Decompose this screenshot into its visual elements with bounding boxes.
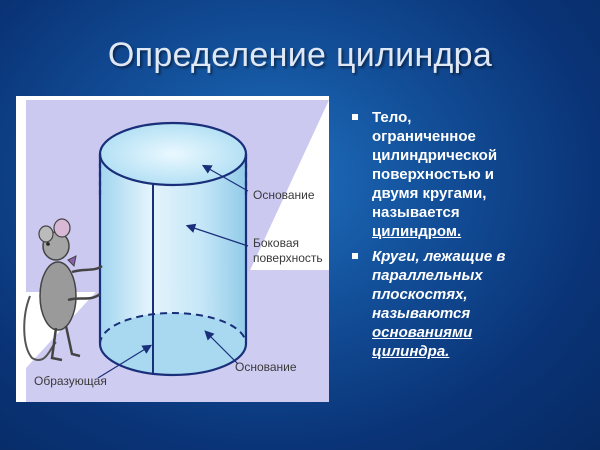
bullet-bases: Круги, лежащие в параллельных плоскостях… bbox=[350, 247, 590, 361]
top-base bbox=[98, 121, 248, 187]
term-bases: основаниями bbox=[372, 324, 473, 341]
bullet-line: Тело, bbox=[372, 109, 412, 126]
bullet-line: поверхностью и bbox=[372, 166, 495, 183]
bullet-square-icon bbox=[352, 114, 358, 120]
bullet-line: цилиндрической bbox=[372, 147, 498, 164]
label-lateral-1: Боковая bbox=[253, 236, 300, 250]
bullet-definition: Тело, ограниченное цилиндрической поверх… bbox=[350, 108, 590, 241]
definition-bullets: Тело, ограниченное цилиндрической поверх… bbox=[350, 108, 590, 367]
label-generatrix: Образующая bbox=[34, 374, 107, 388]
bullet-line: называются bbox=[372, 305, 471, 322]
bullet-line: называется bbox=[372, 204, 460, 221]
bullet-square-icon bbox=[352, 253, 358, 259]
mouse-icon bbox=[23, 218, 103, 362]
bullet-line: Круги, лежащие в bbox=[372, 248, 506, 265]
bullet-line: параллельных bbox=[372, 267, 483, 284]
label-lateral-2: поверхность bbox=[253, 251, 323, 265]
bottom-base bbox=[100, 313, 246, 375]
cylinder-figure: Основание Боковая поверхность Основание … bbox=[16, 96, 329, 402]
slide-title: Определение цилиндра bbox=[107, 36, 493, 74]
bullet-line: ограниченное bbox=[372, 128, 476, 145]
bullet-line: плоскостях, bbox=[372, 286, 468, 303]
label-base-top: Основание bbox=[253, 188, 315, 202]
term-cylinder-bases: цилиндра. bbox=[372, 343, 450, 360]
term-cylinder: цилиндром. bbox=[372, 223, 462, 240]
bullet-line: двумя кругами, bbox=[372, 185, 487, 202]
cylinder-diagram bbox=[23, 100, 329, 402]
label-base-bottom: Основание bbox=[235, 360, 297, 374]
